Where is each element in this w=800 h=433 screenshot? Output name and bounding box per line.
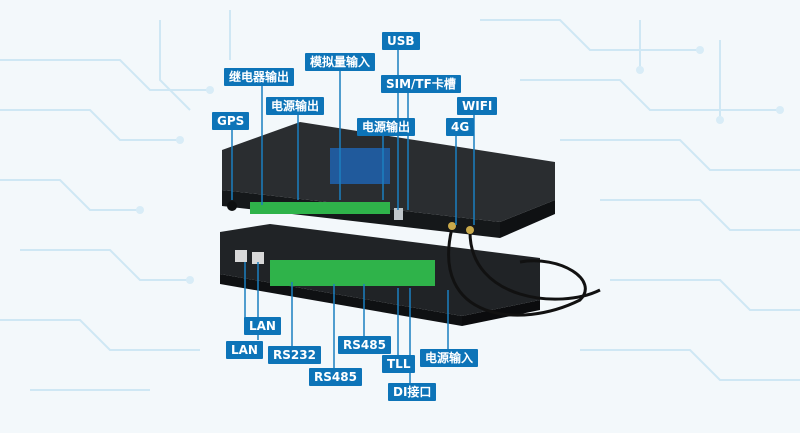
label-4g: 4G: [446, 118, 475, 136]
label-gps: GPS: [212, 112, 250, 130]
label-relay-output: 继电器输出: [224, 68, 295, 86]
label-rs485-2: RS485: [309, 368, 362, 386]
antenna-cables: [447, 227, 601, 317]
label-lan-1: LAN: [244, 317, 281, 335]
label-lan-2: LAN: [226, 341, 263, 359]
label-usb: USB: [382, 32, 420, 50]
label-power-output-2: 电源输出: [357, 118, 416, 136]
label-analog-input: 模拟量输入: [305, 53, 376, 71]
label-wifi: WIFI: [457, 97, 498, 115]
label-sim-tf: SIM/TF卡槽: [381, 75, 461, 93]
label-rs232: RS232: [268, 346, 321, 364]
label-ttl: TLL: [382, 355, 416, 373]
label-di: DI接口: [388, 383, 437, 401]
label-rs485-1: RS485: [338, 336, 391, 354]
label-power-input: 电源输入: [420, 349, 479, 367]
label-power-output-1: 电源输出: [266, 97, 325, 115]
device-upper-unit: [222, 122, 555, 238]
